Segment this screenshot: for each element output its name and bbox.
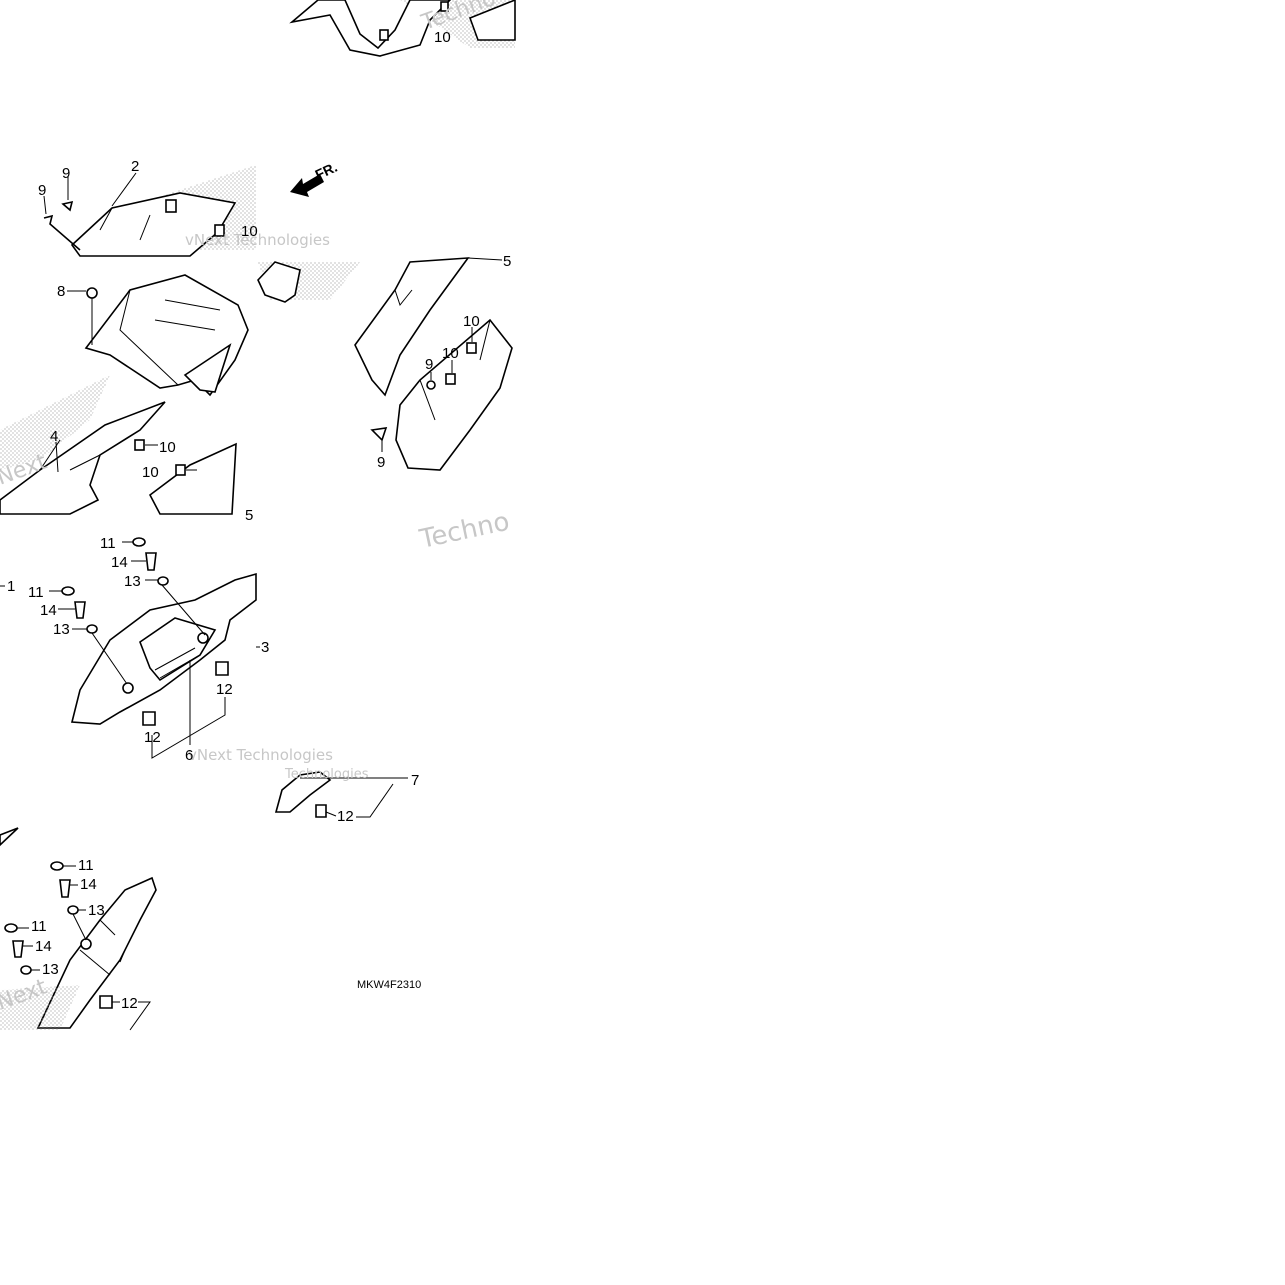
watermark-text: Technologies bbox=[284, 767, 369, 782]
callout-label: 11 bbox=[31, 918, 47, 935]
callout-label: 5 bbox=[503, 253, 511, 270]
callout-label: 10 bbox=[463, 313, 480, 330]
callout-label: 3 bbox=[261, 639, 269, 656]
callout-label: 9 bbox=[425, 356, 433, 373]
panel-middle-left: Next 8 4 10 10 5 bbox=[0, 274, 253, 524]
watermark-text: vNext Technologies bbox=[185, 231, 330, 249]
callout-label: 11 bbox=[100, 535, 116, 552]
callout-label: 5 bbox=[245, 507, 253, 524]
panel-upper-left: vNext Technologies 2 9 9 10 bbox=[38, 158, 330, 257]
callout-label: 1 bbox=[7, 578, 15, 595]
callout-label: 10 bbox=[241, 223, 258, 240]
callout-label: 13 bbox=[124, 573, 141, 590]
callout-label: 2 bbox=[131, 158, 139, 175]
callout-label: 12 bbox=[337, 808, 354, 825]
callout-label: 13 bbox=[42, 961, 59, 978]
callout-label: 10 bbox=[159, 439, 176, 456]
direction-indicator: FR. bbox=[290, 159, 340, 197]
callout-label: 11 bbox=[28, 584, 44, 601]
callout-label: 10 bbox=[442, 345, 459, 362]
callout-label: 9 bbox=[62, 165, 70, 182]
callout-label: 13 bbox=[53, 621, 70, 638]
callout-label: 12 bbox=[216, 681, 233, 698]
panel-lower-right: Technologies 7 12 bbox=[274, 767, 419, 825]
callout-label: 9 bbox=[38, 182, 46, 199]
callout-label: 14 bbox=[40, 602, 57, 619]
direction-label: FR. bbox=[313, 159, 340, 183]
callout-label: 11 bbox=[78, 857, 94, 874]
callout-label: 7 bbox=[411, 772, 419, 789]
callout-label: 8 bbox=[57, 283, 65, 300]
watermark-text: vNext Technologies bbox=[188, 746, 333, 764]
panel-lower-left: vNext Technologies 11 14 13 11 14 13 12 … bbox=[0, 535, 333, 764]
diagram-code: MKW4F2310 bbox=[357, 979, 421, 991]
panel-bottom-left: Next 11 14 13 11 14 13 12 bbox=[0, 827, 157, 1031]
callout-label: 14 bbox=[111, 554, 128, 571]
callout-label: 12 bbox=[144, 729, 161, 746]
arrow-left-icon bbox=[290, 174, 324, 197]
callout-label: 6 bbox=[185, 747, 193, 764]
panel-top-strip: Techno 10 bbox=[289, 0, 516, 57]
callout-label: 10 bbox=[434, 29, 451, 46]
callout-label: 10 bbox=[142, 464, 159, 481]
callout-label: 14 bbox=[35, 938, 52, 955]
callout-label: 12 bbox=[121, 995, 138, 1012]
callout-label: 13 bbox=[88, 902, 105, 919]
callout-label: 9 bbox=[377, 454, 385, 471]
callout-label: 14 bbox=[80, 876, 97, 893]
watermark-text: Techno bbox=[416, 507, 512, 555]
callout-label: 4 bbox=[50, 428, 58, 445]
panel-middle-right: 5 10 10 9 9 Techno bbox=[257, 253, 513, 555]
